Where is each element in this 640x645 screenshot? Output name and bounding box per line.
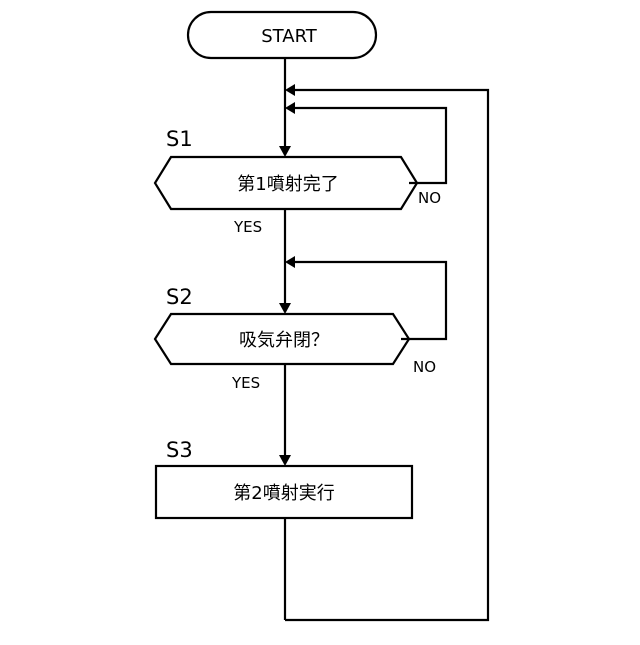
arrowhead-s2-no-loop bbox=[285, 256, 295, 268]
arrowhead-into-s1 bbox=[279, 146, 291, 157]
step-s2: S2 吸気弁閉？ YES NO bbox=[155, 285, 436, 392]
step-s3-id: S3 bbox=[166, 438, 193, 462]
arrowhead-into-s2 bbox=[279, 303, 291, 314]
step-s2-no-label: NO bbox=[413, 358, 436, 376]
arrowhead-into-s3 bbox=[279, 455, 291, 466]
step-s1-text: 第1噴射完了 bbox=[237, 174, 338, 195]
start-node: START bbox=[188, 12, 376, 58]
step-s2-yes-label: YES bbox=[231, 374, 260, 392]
arrowhead-return-loop bbox=[285, 84, 295, 96]
step-s2-text: 吸気弁閉？ bbox=[239, 330, 329, 351]
step-s3-text: 第2噴射実行 bbox=[233, 483, 334, 504]
step-s1-no-label: NO bbox=[418, 189, 441, 207]
arrowhead-s1-no-loop bbox=[285, 102, 295, 114]
step-s1: S1 第1噴射完了 YES NO bbox=[155, 127, 441, 236]
step-s2-id: S2 bbox=[166, 285, 193, 309]
start-label: START bbox=[261, 26, 318, 47]
step-s1-id: S1 bbox=[166, 127, 193, 151]
step-s1-yes-label: YES bbox=[233, 218, 262, 236]
